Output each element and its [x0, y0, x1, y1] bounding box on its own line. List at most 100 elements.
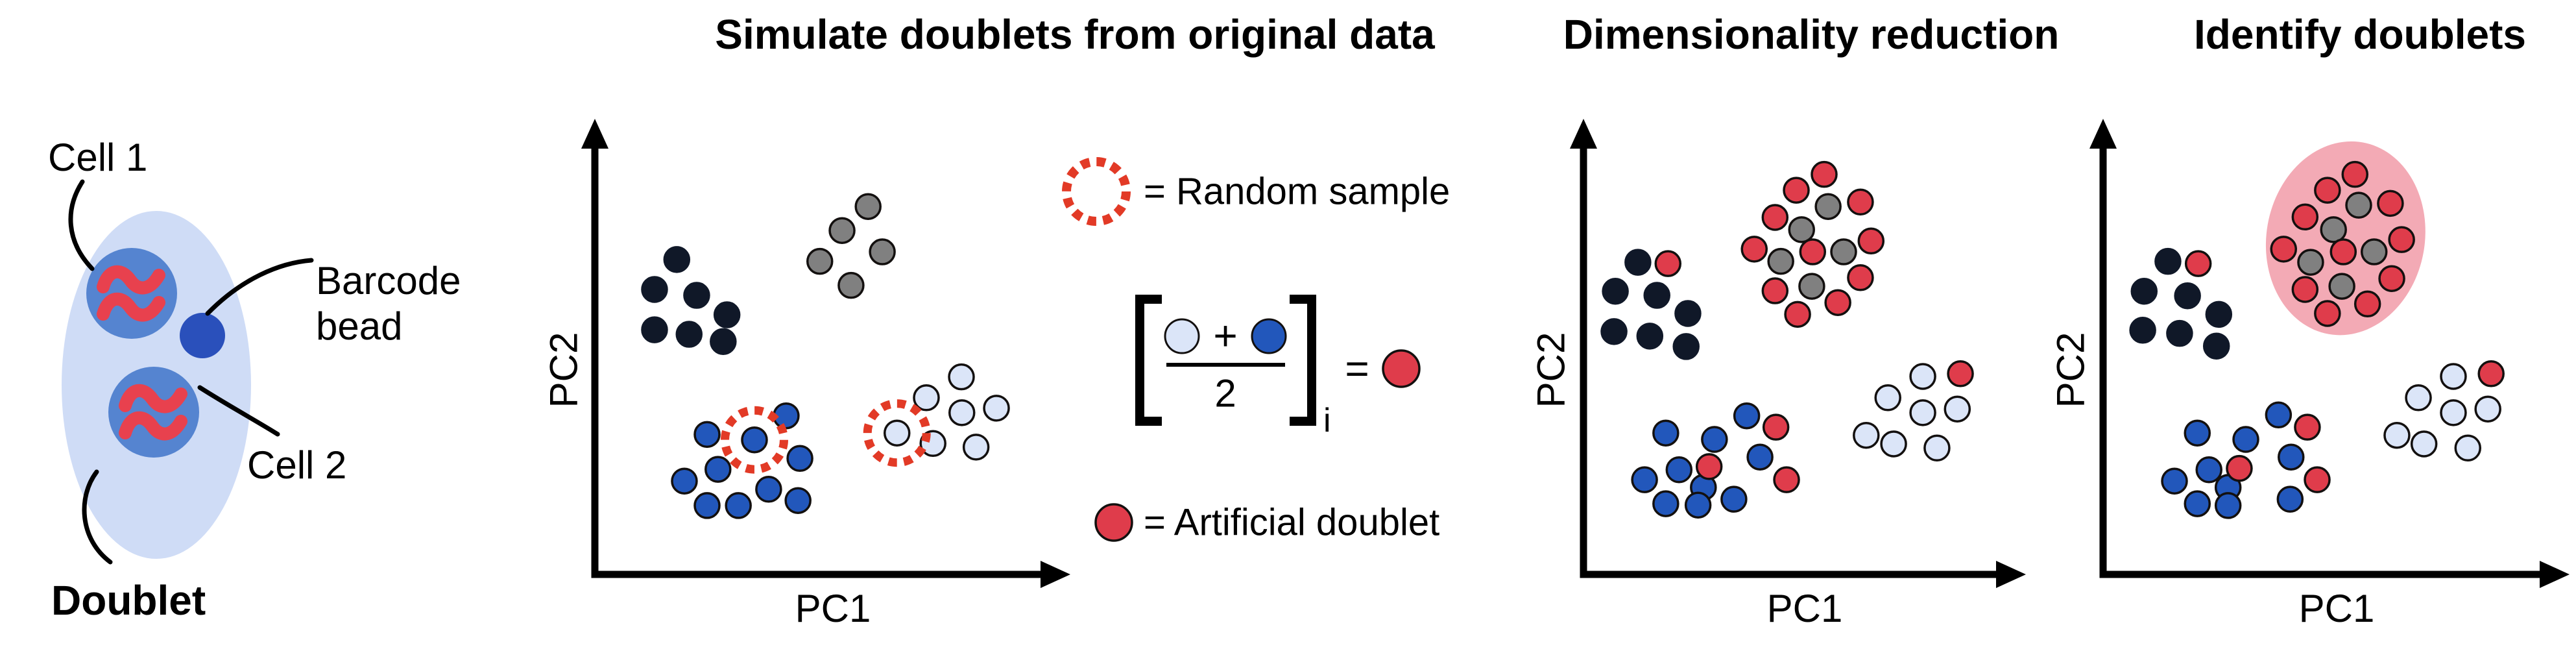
- blue-cell-dot: [786, 445, 813, 473]
- blue-cell-dot: [1701, 426, 1728, 453]
- navy-cell-dot: [641, 276, 668, 303]
- gray-cell-dot: [2328, 273, 2355, 300]
- red-cell-dot: [2353, 290, 2381, 318]
- navy-cell-dot: [1602, 278, 1629, 305]
- navy-cell-dot: [2129, 317, 2156, 344]
- blue-cell-dot: [2232, 426, 2259, 453]
- random-sample-ring: [721, 406, 789, 474]
- navy-cell-dot: [1636, 323, 1664, 350]
- red-cell-dot: [2377, 190, 2404, 217]
- formula-subscript-i: i: [1323, 402, 1331, 439]
- blue-cell-dot: [2278, 443, 2305, 471]
- formula-blue-cell-dot: [1251, 318, 1287, 354]
- blue-cell-dot: [693, 421, 721, 448]
- lightblue-cell-dot: [913, 384, 940, 411]
- formula-left-bracket: [1135, 295, 1162, 426]
- gray-cell-dot: [854, 193, 882, 220]
- lightblue-cell-dot: [1880, 430, 1907, 458]
- blue-cell-dot: [2214, 492, 2242, 519]
- lightblue-cell-dot: [883, 419, 911, 447]
- red-cell-dot: [2294, 413, 2321, 441]
- lightblue-cell-dot: [983, 395, 1010, 422]
- x-axis-arrowhead: [1041, 561, 1070, 588]
- lightblue-cell-dot: [948, 399, 976, 426]
- barcode-bead-label: Barcode bead: [316, 259, 461, 348]
- blue-cell-dot: [693, 492, 721, 519]
- red-cell-dot: [1947, 360, 1974, 387]
- scatter-panel-3: [2089, 119, 2570, 588]
- lightblue-cell-dot: [2405, 384, 2432, 411]
- navy-cell-dot: [1674, 300, 1702, 327]
- gray-cell-dot: [1767, 247, 1794, 275]
- rna-squiggle: [97, 292, 165, 322]
- panel2-x-axis-label: PC1: [1766, 587, 1843, 630]
- red-cell-dot: [1857, 227, 1885, 255]
- x-axis-arrowhead: [1996, 561, 2026, 588]
- formula-right-bracket: [1290, 295, 1316, 426]
- navy-cell-dot: [1600, 318, 1628, 345]
- lightblue-cell-dot: [1944, 395, 1971, 423]
- navy-cell-dot: [1624, 249, 1652, 276]
- red-cell-dot: [1740, 236, 1768, 263]
- lightblue-cell-dot: [2440, 363, 2467, 390]
- formula-plus-sign: +: [1213, 312, 1238, 359]
- red-cell-dot: [2291, 276, 2319, 303]
- blue-cell-dot: [725, 492, 752, 519]
- red-cell-dot: [2184, 250, 2212, 277]
- red-cell-dot: [2477, 360, 2505, 387]
- lightblue-cell-dot: [1923, 434, 1951, 462]
- red-cell-dot: [1847, 264, 1874, 291]
- red-cell-dot: [2270, 236, 2298, 263]
- red-cell-dot: [1824, 289, 1851, 316]
- blue-cell-dot: [2276, 485, 2304, 513]
- red-cell-dot: [2314, 300, 2341, 327]
- panel1-x-axis-label: PC1: [795, 587, 871, 630]
- artificial-doublet-icon: [1094, 503, 1133, 542]
- random-sample-ring: [863, 399, 931, 467]
- x-axis-arrowhead: [2540, 561, 2570, 588]
- panel3-y-axis-label: PC2: [2049, 332, 2093, 408]
- blue-cell-dot: [1720, 485, 1748, 513]
- y-axis-arrowhead: [2089, 119, 2117, 149]
- navy-cell-dot: [710, 328, 737, 355]
- red-cell-dot: [1811, 160, 1838, 188]
- blue-cell-dot: [1631, 466, 1658, 493]
- gray-cell-dot: [2320, 216, 2347, 243]
- red-cell-dot: [2329, 238, 2357, 265]
- blue-cell-dot: [2184, 419, 2211, 447]
- lightblue-cell-dot: [2454, 434, 2482, 462]
- gray-cell-dot: [1830, 238, 1857, 265]
- blue-cell-dot: [704, 456, 732, 483]
- panel3-title: Identify doublets: [2194, 11, 2526, 58]
- random-sample-ring-icon: [1062, 157, 1131, 226]
- cell1-callout-line: [68, 179, 95, 271]
- red-cell-dot: [2341, 160, 2369, 188]
- lightblue-cell-dot: [962, 434, 990, 461]
- blue-cell-dot: [1652, 490, 1679, 517]
- red-cell-dot: [2388, 226, 2415, 253]
- red-cell-dot: [2304, 466, 2331, 493]
- navy-cell-dot: [1672, 333, 1700, 360]
- gray-cell-dot: [837, 271, 865, 299]
- lightblue-cell-dot: [1909, 399, 1936, 426]
- gray-cell-dot: [2360, 238, 2388, 265]
- red-cell-dot: [1695, 453, 1723, 480]
- red-cell-dot: [2291, 203, 2319, 231]
- gray-cell-dot: [869, 238, 896, 265]
- formula-denominator: 2: [1214, 371, 1236, 415]
- blue-cell-dot: [1733, 402, 1761, 430]
- doublet-label: Doublet: [51, 577, 206, 624]
- blue-cell-dot: [2195, 456, 2222, 484]
- lightblue-cell-dot: [1874, 384, 1901, 411]
- navy-cell-dot: [2174, 282, 2201, 310]
- formula-equals-sign: =: [1345, 345, 1369, 392]
- lightblue-cell-dot: [2474, 395, 2501, 423]
- gray-cell-dot: [2345, 191, 2372, 219]
- navy-cell-dot: [2205, 301, 2233, 328]
- rna-squiggle: [97, 265, 165, 295]
- red-cell-dot: [2378, 265, 2405, 292]
- artificial-doublet-legend-text: = Artificial doublet: [1144, 501, 1440, 544]
